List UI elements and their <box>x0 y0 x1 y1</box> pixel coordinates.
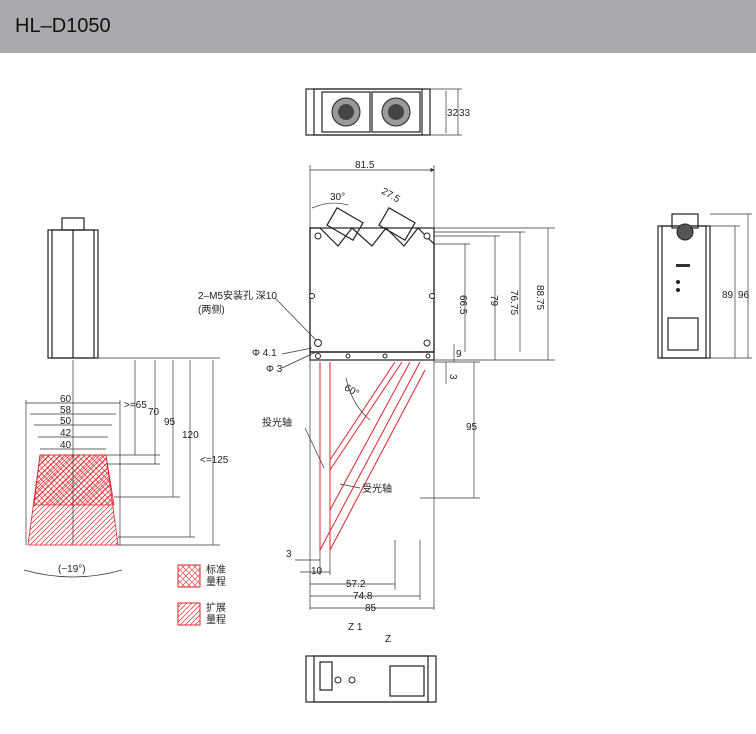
dim-phi-3: Φ 3 <box>266 364 283 375</box>
dim-bot-10: 10 <box>311 566 323 577</box>
legend-standard-swatch <box>177 564 201 588</box>
legend-extended-line2: 量程 <box>206 614 226 626</box>
dim-76-75: 76.75 <box>508 290 519 315</box>
z1-label: Z 1 <box>348 622 363 633</box>
legend-standard-line2: 量程 <box>206 576 226 588</box>
right-dim-89: 89 <box>722 290 734 301</box>
top-dim-32: 32 <box>447 108 459 119</box>
technical-drawing: 32 33 81.5 30° 27.5 <box>23 88 752 703</box>
side-height-70: 70 <box>148 407 160 418</box>
dim-27-5: 27.5 <box>379 186 402 205</box>
dim-bot-3: 3 <box>286 549 292 560</box>
front-view: 81.5 30° 27.5 66.5 79 76.75 88.75 9 3 2–… <box>198 160 555 645</box>
legend-standard-line1: 标准 <box>206 564 226 576</box>
side-height-65: >=65 <box>124 400 147 411</box>
legend: 标准 量程 扩展 量程 <box>177 564 226 626</box>
right-dim-96: 96 <box>738 290 750 301</box>
dim-bot-57-2: 57.2 <box>346 579 366 590</box>
dim-95-beam: 95 <box>466 422 478 433</box>
dim-79: 79 <box>488 295 499 307</box>
dim-81-5: 81.5 <box>355 160 375 171</box>
dim-66-5: 66.5 <box>457 295 468 315</box>
mount-hole-sub: (两侧) <box>198 303 225 316</box>
side-height-95: 95 <box>164 417 176 428</box>
side-width-58: 58 <box>60 405 72 416</box>
model-title: HL–D1050 <box>15 15 111 37</box>
dim-9: 9 <box>456 349 462 360</box>
right-view: 89 96 <box>657 213 752 359</box>
title-bar: HL–D1050 <box>0 0 756 53</box>
side-width-40: 40 <box>60 440 72 451</box>
mount-hole-label: 2–M5安装孔 深10 <box>198 289 277 302</box>
top-view: 32 33 <box>305 88 471 136</box>
dim-88-75: 88.75 <box>534 285 545 310</box>
dim-phi-4-1: Φ 4.1 <box>252 348 277 359</box>
side-height-120: 120 <box>182 430 199 441</box>
dim-3-small: 3 <box>447 374 458 380</box>
emit-axis-label: 投光轴 <box>262 416 292 429</box>
legend-extended-swatch <box>177 602 201 626</box>
side-height-125: <=125 <box>200 455 229 466</box>
top-dim-33: 33 <box>459 108 471 119</box>
bottom-view <box>305 655 437 703</box>
side-width-50: 50 <box>60 416 72 427</box>
side-width-42: 42 <box>60 428 72 439</box>
side-width-60: 60 <box>60 394 72 405</box>
dim-30deg: 30° <box>330 192 345 203</box>
z-label: Z <box>385 634 391 645</box>
dim-bot-85: 85 <box>365 603 377 614</box>
recv-axis-label: 受光轴 <box>362 482 392 495</box>
dim-60deg: 60° <box>342 383 361 400</box>
side-angle: (~19°) <box>58 564 86 575</box>
legend-extended-line1: 扩展 <box>206 601 226 614</box>
dim-bot-74-8: 74.8 <box>353 591 373 602</box>
side-view: 60 58 50 42 40 >=65 70 95 120 <=125 (~19… <box>23 217 229 578</box>
